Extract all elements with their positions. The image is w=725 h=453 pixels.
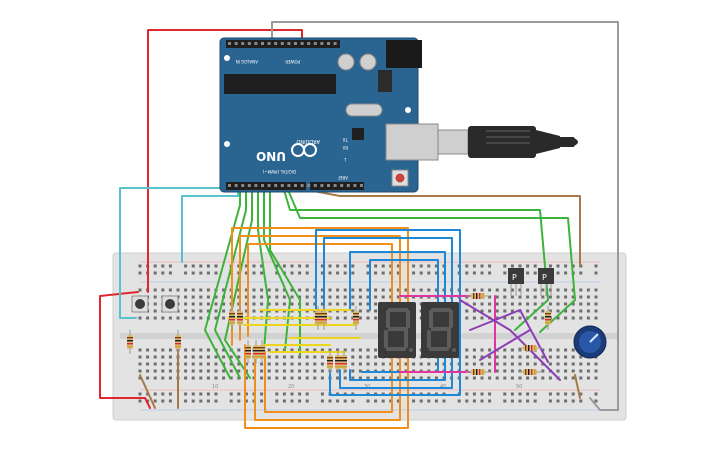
- resistor-v-1: [237, 306, 243, 330]
- wire-purple-3[interactable]: [479, 329, 531, 361]
- wires: [99, 21, 619, 429]
- resistor-v-5: [127, 330, 133, 354]
- capacitor-2: [359, 53, 377, 71]
- wire-brown-btn2[interactable]: [139, 374, 156, 409]
- wire-brown-pot[interactable]: [574, 374, 581, 399]
- wire-red-5v[interactable]: [147, 29, 303, 293]
- usb-chip: [352, 128, 364, 140]
- arduino-uno-board[interactable]: UNO ARDUINO DIGITAL (PWM~) POWER ANALOG …: [219, 37, 439, 193]
- voltage-regulator: [378, 70, 392, 92]
- resistor-v2-0: [245, 340, 251, 364]
- resistor-h-0: [466, 293, 490, 299]
- svg-text:P: P: [542, 273, 547, 282]
- mount-hole-3: [405, 107, 411, 113]
- resistor-v-0: [229, 306, 235, 330]
- resistor-v-2: [315, 306, 321, 330]
- push-button-left[interactable]: [131, 295, 149, 313]
- power-jack: [386, 40, 422, 68]
- col-label-20: 20: [288, 384, 294, 390]
- wire-green-7[interactable]: [287, 189, 576, 333]
- col-label-10: 10: [212, 384, 218, 390]
- wire-cyan-left[interactable]: [119, 187, 233, 319]
- resistor-h-1: [466, 369, 490, 375]
- svg-text:P: P: [512, 273, 517, 282]
- resistor-v2-4: [335, 350, 341, 374]
- atmega-chip: [224, 74, 336, 94]
- resistor-v-4: [353, 306, 359, 330]
- mount-hole-1: [224, 55, 230, 61]
- board-brand: ARDUINO: [296, 138, 320, 144]
- usb-cable-icon: [437, 126, 578, 158]
- capacitor-1: [337, 53, 355, 71]
- rx-label: RX: [342, 145, 348, 150]
- reset-button-cap: [395, 173, 405, 183]
- wire-purple-2[interactable]: [469, 309, 549, 363]
- mount-hole-2: [224, 141, 230, 147]
- wire-green-1[interactable]: [204, 189, 241, 379]
- col-label-50: 50: [516, 384, 522, 390]
- tx-label: TX: [343, 137, 349, 142]
- wire-gray-analog[interactable]: [271, 21, 619, 411]
- wire-green-3[interactable]: [224, 189, 253, 379]
- wire-blue-1[interactable]: [315, 229, 461, 396]
- usb-port: [385, 123, 439, 161]
- transistor-left: P: [508, 268, 524, 296]
- resistor-v2-3: [327, 350, 333, 374]
- wire-purple-1[interactable]: [459, 299, 561, 381]
- resistor-v2-1: [253, 340, 259, 364]
- potentiometer-icon[interactable]: [573, 325, 607, 359]
- wire-green-6[interactable]: [269, 189, 301, 356]
- wire-green-8[interactable]: [283, 189, 549, 331]
- transistor-right: P: [538, 268, 554, 296]
- analog-label: ANALOG IN: [236, 59, 258, 64]
- resistor-v2-2: [259, 340, 265, 364]
- seven-segment-right: 8: [421, 302, 459, 358]
- header-digital-low: [226, 182, 306, 190]
- push-button-right[interactable]: [161, 295, 179, 313]
- wire-brown-gnd[interactable]: [307, 189, 581, 266]
- digital-label: DIGITAL (PWM~): [262, 169, 296, 174]
- wire-red-button[interactable]: [99, 291, 151, 409]
- header-digital-high: [310, 182, 364, 190]
- breadboard-trench: [120, 333, 618, 339]
- arduino-logo-icon: [291, 143, 317, 157]
- resistor-v-3: [321, 306, 327, 330]
- power-label: POWER: [285, 59, 300, 64]
- l-label: L: [343, 157, 346, 162]
- wire-cyan-mid[interactable]: [181, 189, 239, 263]
- aref-label: AREF: [337, 175, 348, 180]
- resistor-v2-5: [341, 350, 347, 374]
- crystal-oscillator: [345, 103, 383, 117]
- board-model: UNO: [256, 149, 286, 163]
- header-pins: [228, 42, 363, 187]
- wire-green-2[interactable]: [214, 189, 247, 379]
- resistors: [127, 293, 551, 375]
- seven-segment-left: 8: [378, 302, 416, 358]
- resistor-v-6: [175, 330, 181, 354]
- resistor-h-2: [518, 345, 542, 351]
- resistor-h-3: [518, 369, 542, 375]
- resistor-v-7: [545, 306, 551, 330]
